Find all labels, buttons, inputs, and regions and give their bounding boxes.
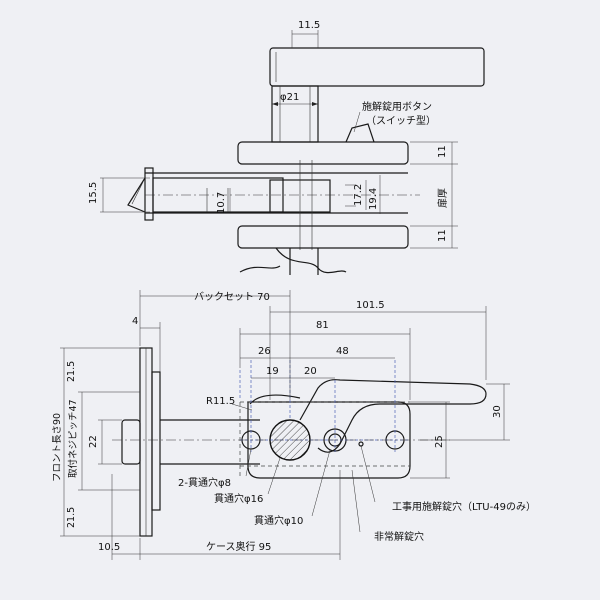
dim-4: 4 — [132, 316, 138, 327]
lower-rose — [237, 225, 409, 249]
dim-10-7: 10.7 — [216, 192, 227, 214]
dim-19-4: 19.4 — [368, 188, 379, 210]
dim-19: 19 — [266, 366, 279, 377]
label-2-through-hole: 2-貫通穴φ8 — [178, 476, 231, 489]
dim-48: 48 — [336, 346, 349, 357]
latch-front — [121, 419, 141, 465]
dim-21-5-top: 21.5 — [66, 361, 77, 382]
dim-backset: バックセット 70 — [194, 291, 270, 303]
top-view: 11.5 φ21 施解錠用ボタン （スイッチ型） 11 11 扉厚 17.2 1… — [88, 20, 485, 275]
label-switch-type: （スイッチ型） — [366, 114, 436, 127]
upper-rose — [237, 141, 409, 165]
dim-r11-5: R11.5 — [206, 396, 235, 407]
dim-front-length: フロント長さ90 — [52, 413, 63, 482]
release-button — [345, 123, 375, 143]
label-construction-hole: 工事用施解錠穴（LTU-49のみ） — [392, 500, 536, 513]
dim-21-5-bottom: 21.5 — [66, 507, 77, 528]
dim-25: 25 — [434, 435, 445, 448]
label-release-button: 施解錠用ボタン — [362, 100, 432, 113]
label-emergency-hole: 非常解錠穴 — [374, 530, 424, 543]
emergency-hole — [358, 441, 364, 447]
dim-rose-upper: 11 — [437, 145, 448, 158]
dim-26: 26 — [258, 346, 271, 357]
dim-20: 20 — [304, 366, 317, 377]
label-through-hole-10: 貫通穴φ10 — [254, 514, 303, 527]
dim-11-5: 11.5 — [298, 20, 320, 31]
dim-101-5: 101.5 — [356, 300, 385, 311]
door-break-line — [275, 247, 347, 274]
dim-screw-pitch: 取付ネジピッチ47 — [68, 399, 79, 478]
front-view: バックセット 70 101.5 81 4 26 48 19 20 R11.5 3… — [52, 290, 536, 560]
label-through-hole-16: 貫通穴φ16 — [214, 492, 263, 505]
dim-10-5: 10.5 — [98, 542, 120, 553]
dim-door-thickness: 扉厚 — [436, 188, 449, 208]
handle-lever — [269, 47, 485, 87]
dim-17-2: 17.2 — [353, 184, 364, 206]
latch-bolt — [127, 177, 146, 213]
dim-22: 22 — [88, 435, 99, 448]
dim-15-5: 15.5 — [88, 182, 99, 204]
lever-front — [299, 379, 487, 453]
dim-81: 81 — [316, 320, 329, 331]
dim-rose-lower: 11 — [437, 229, 448, 242]
dim-case-depth: ケース奥行 95 — [206, 540, 271, 553]
dim-phi-21: φ21 — [280, 92, 299, 103]
dim-30: 30 — [492, 405, 503, 418]
